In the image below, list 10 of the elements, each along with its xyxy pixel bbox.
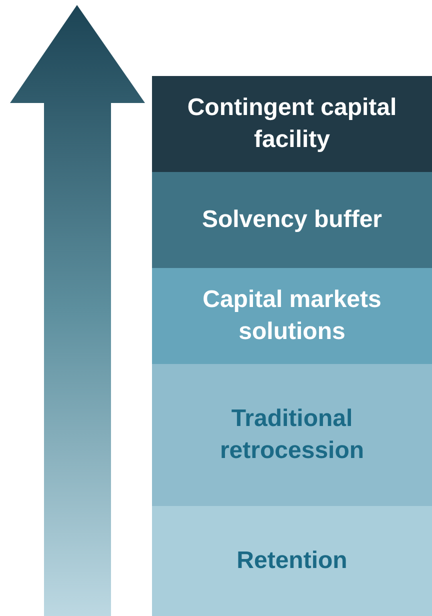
layer-block xyxy=(152,172,432,268)
layer-label: Solvency buffer xyxy=(200,205,384,235)
layer-block xyxy=(152,268,432,364)
layer-label: Traditional retrocession xyxy=(218,404,366,466)
layer-block xyxy=(152,76,432,172)
layer-label: Capital markets solutions xyxy=(202,285,382,347)
layer-block xyxy=(152,364,432,506)
layer-block xyxy=(152,506,432,616)
layer-label: Contingent capital facility xyxy=(186,93,398,155)
layer-label: Retention xyxy=(236,546,348,576)
